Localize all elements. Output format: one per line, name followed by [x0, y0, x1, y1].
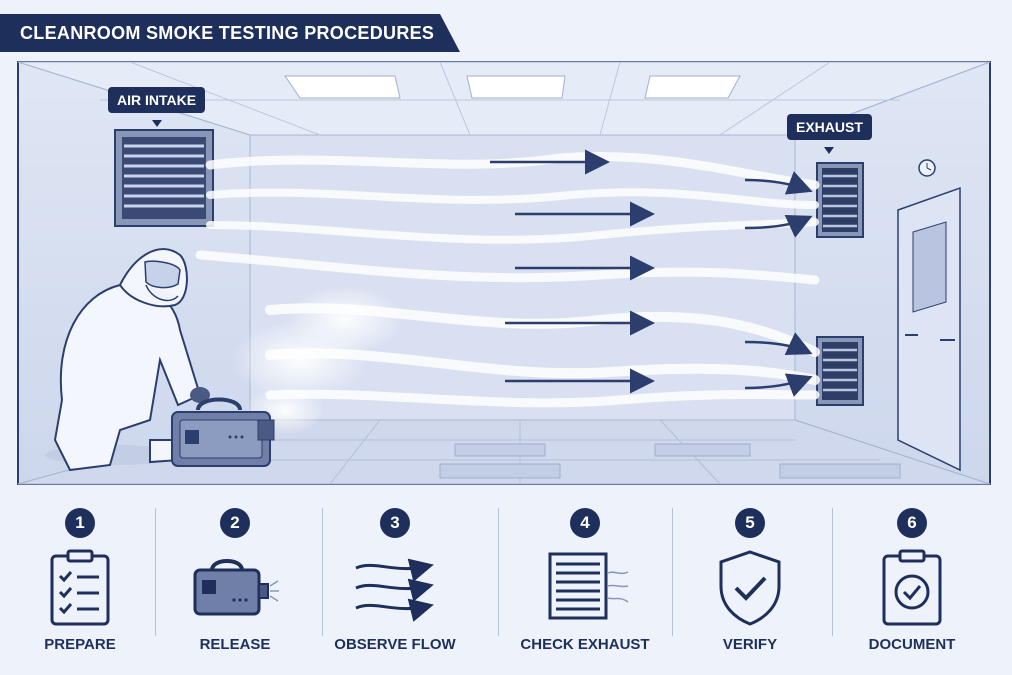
smoke-machine-icon	[193, 559, 279, 616]
exhaust-vent-icon	[548, 552, 629, 620]
step-label: OBSERVE FLOW	[334, 636, 456, 653]
exhaust-grille-upper	[816, 162, 864, 238]
exhaust-grille-lower	[816, 336, 864, 406]
step-number: 5	[735, 508, 765, 538]
title-banner: CLEANROOM SMOKE TESTING PROCEDURES	[0, 14, 460, 52]
divider	[322, 508, 323, 636]
step-number: 4	[570, 508, 600, 538]
clipboard-check-icon	[882, 549, 942, 626]
step-release: 2 RELEASE	[165, 486, 305, 675]
step-number: 6	[897, 508, 927, 538]
divider	[832, 508, 833, 636]
step-label: PREPARE	[44, 636, 116, 653]
exhaust-label: EXHAUST	[796, 119, 863, 135]
step-verify: 5 VERIFY	[680, 486, 820, 675]
step-document: 6 DOCUMENT	[842, 486, 982, 675]
ceiling-light	[284, 75, 401, 99]
step-label: CHECK EXHAUST	[520, 636, 650, 653]
clipboard-checklist-icon	[50, 549, 110, 626]
step-check-exhaust: 4 CHECK EXHAUST	[515, 486, 655, 675]
divider	[672, 508, 673, 636]
exhaust-callout: EXHAUST	[787, 114, 872, 154]
ceiling-light	[466, 75, 566, 99]
smoke-machine	[171, 397, 275, 467]
ceiling-light	[644, 75, 741, 99]
page-title: CLEANROOM SMOKE TESTING PROCEDURES	[20, 23, 435, 43]
step-number: 3	[380, 508, 410, 538]
wall-clock-icon	[918, 159, 936, 177]
step-label: VERIFY	[722, 636, 778, 653]
step-label: DOCUMENT	[868, 636, 956, 653]
smoke-cloud	[230, 285, 405, 435]
shield-check-icon	[719, 550, 781, 626]
procedure-steps: 1 PREPARE 2 RELEASE 3	[0, 486, 1012, 675]
air-intake-callout: AIR INTAKE	[108, 87, 206, 127]
step-number: 2	[220, 508, 250, 538]
step-prepare: 1 PREPARE	[10, 486, 150, 675]
air-intake-label: AIR INTAKE	[117, 92, 197, 108]
divider	[498, 508, 499, 636]
airflow-arrows-icon	[355, 558, 434, 622]
air-intake-grille	[114, 129, 214, 227]
step-number: 1	[65, 508, 95, 538]
divider	[155, 508, 156, 636]
cleanroom-door	[897, 186, 961, 472]
step-observe-flow: 3 OBSERVE FLOW	[325, 486, 465, 675]
step-label: RELEASE	[199, 636, 271, 653]
airflow-arrows	[490, 149, 813, 397]
